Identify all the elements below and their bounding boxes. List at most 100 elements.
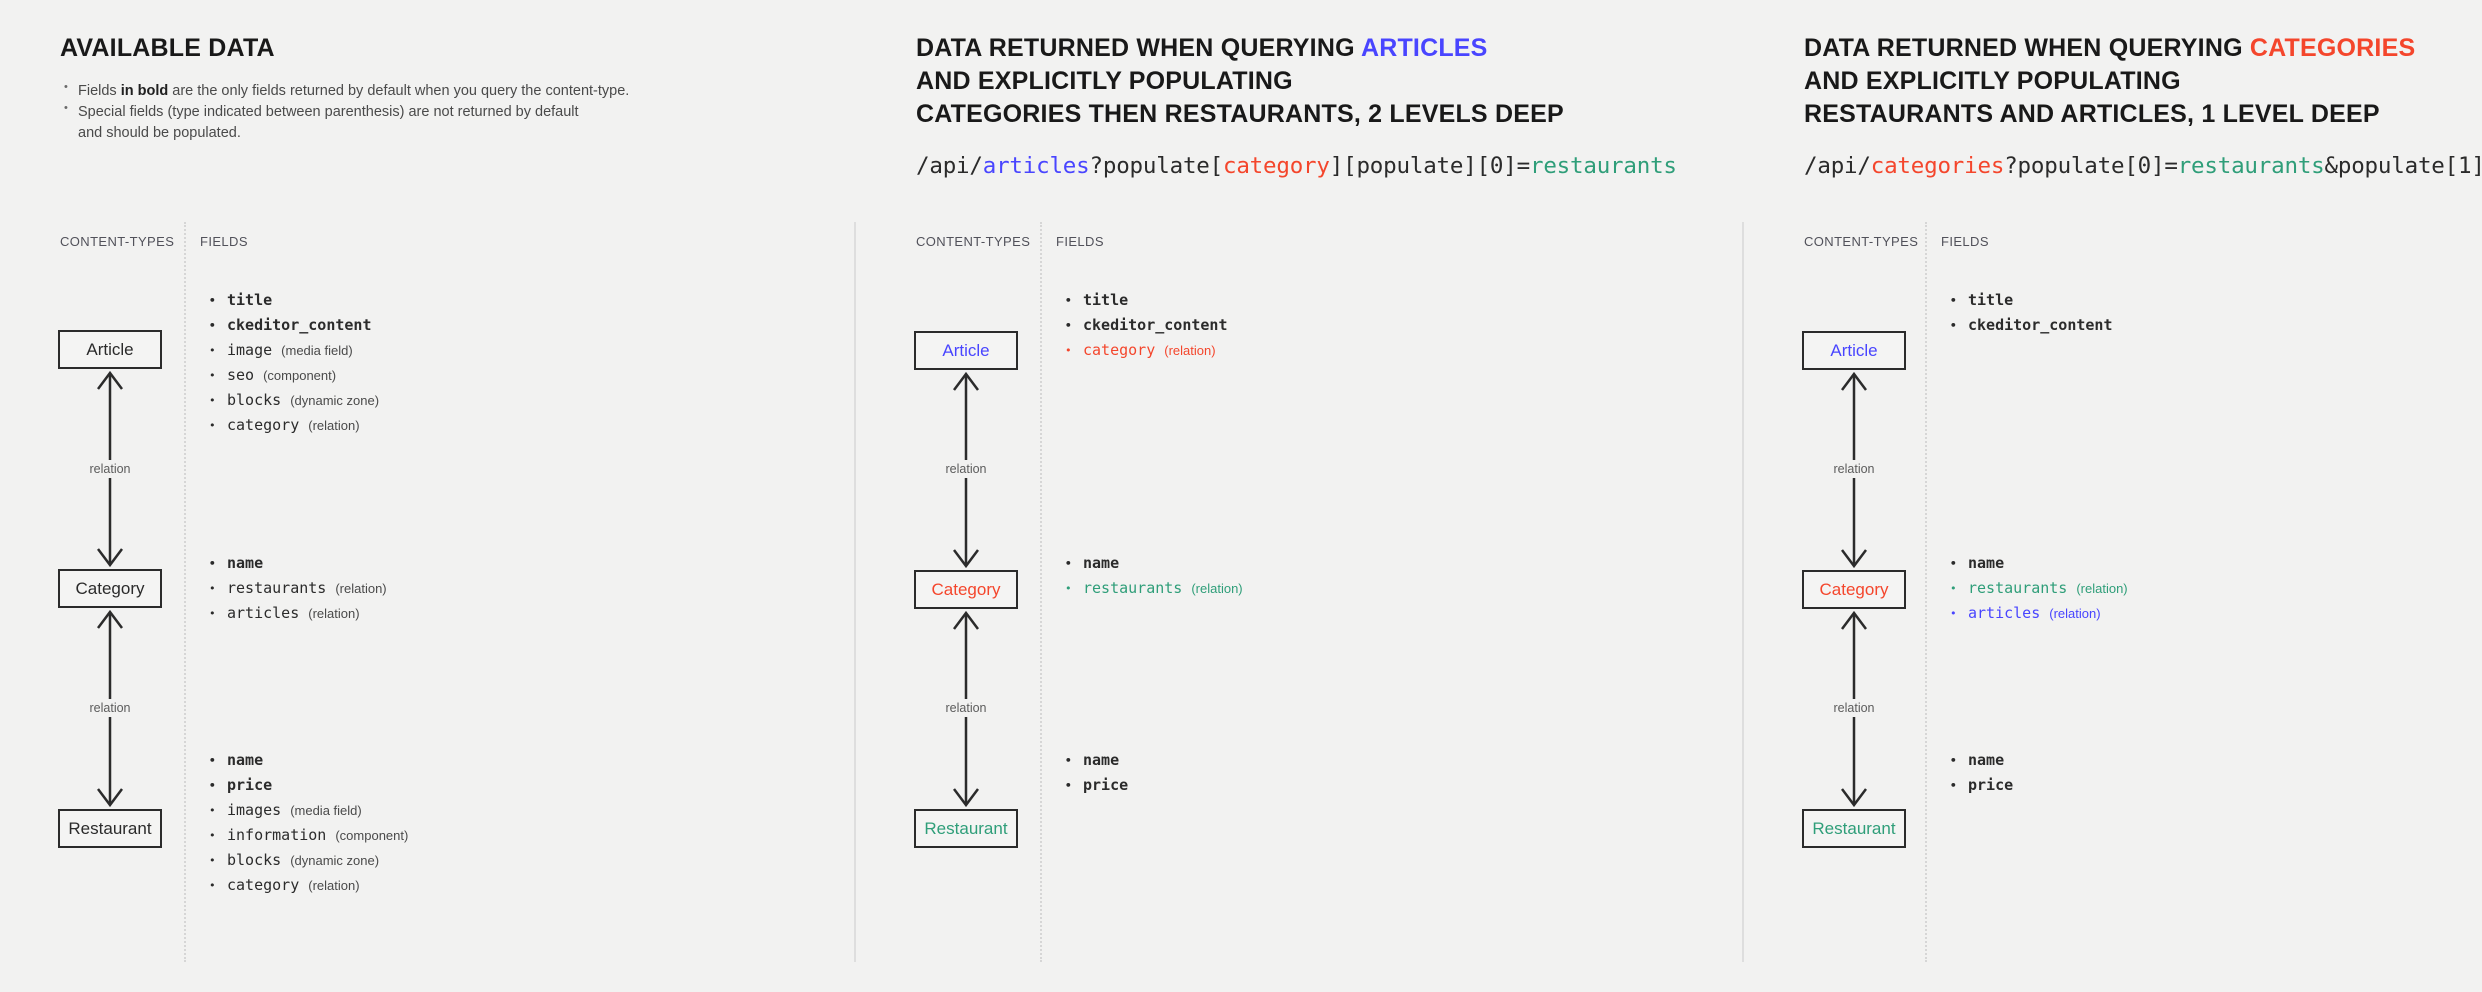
page-title: AVAILABLE DATA (60, 34, 275, 62)
panel-query-categories: DATA RETURNED WHEN QUERYING CATEGORIES A… (1744, 0, 2482, 992)
field-type: (media field) (290, 803, 362, 818)
entity-box-article[interactable]: Article (914, 331, 1018, 370)
field-item: ckeditor_content (1061, 313, 1228, 338)
field-name: restaurants (227, 579, 327, 597)
entity-label: Article (86, 339, 134, 359)
field-item: restaurants(relation) (1061, 576, 1243, 601)
entity-box-category[interactable]: Category (58, 569, 162, 608)
field-type: (media field) (281, 343, 353, 358)
panel-separator-1 (854, 222, 856, 962)
api-part-categories: categories (1870, 153, 2005, 179)
api-part-restaurants: restaurants (2177, 153, 2325, 179)
field-name: price (227, 776, 273, 794)
field-type: (relation) (308, 418, 360, 433)
field-name: price (1968, 776, 2014, 794)
legend-bullets: Fields in bold are the only fields retur… (60, 80, 629, 144)
relation-label: relation (84, 460, 136, 478)
panel-heading: DATA RETURNED WHEN QUERYING CATEGORIES A… (1804, 36, 2415, 135)
api-part-category: category (1222, 153, 1330, 179)
field-name: name (1083, 751, 1120, 769)
field-type: (relation) (2076, 581, 2128, 596)
entity-box-category[interactable]: Category (1802, 570, 1906, 609)
field-type: (dynamic zone) (290, 853, 380, 868)
column-header-fields: FIELDS (200, 234, 248, 249)
panel-available-data: AVAILABLE DATA Fields in bold are the on… (0, 0, 856, 992)
column-divider (1925, 222, 1927, 962)
panel-heading: DATA RETURNED WHEN QUERYING ARTICLES AND… (916, 36, 1564, 135)
field-item: category(relation) (1061, 338, 1228, 363)
field-item: name (1946, 748, 2013, 773)
entity-label: Restaurant (1812, 818, 1896, 838)
page-title-line-3: RESTAURANTS AND ARTICLES, 1 LEVEL DEEP (1804, 100, 2380, 128)
entity-label: Category (75, 578, 145, 598)
field-list-category: name restaurants(relation) articles(rela… (205, 551, 387, 626)
field-list-article: title ckeditor_content image(media field… (205, 288, 379, 438)
field-type: (dynamic zone) (290, 393, 380, 408)
field-item: price (1061, 773, 1128, 798)
api-part-articles: articles (982, 153, 1090, 179)
field-item: category(relation) (205, 413, 379, 438)
field-item: title (1061, 288, 1228, 313)
entity-label: Category (1819, 579, 1889, 599)
field-name: articles (227, 604, 300, 622)
field-name: information (227, 826, 327, 844)
column-divider (1040, 222, 1042, 962)
field-item: price (205, 773, 408, 798)
field-item: information(component) (205, 823, 408, 848)
field-list-restaurant: name price (1946, 748, 2013, 798)
field-name: image (227, 341, 273, 359)
api-url: /api/categories?populate[0]=restaurants&… (1804, 153, 2482, 179)
field-type: (relation) (2049, 606, 2101, 621)
field-name: name (1968, 751, 2005, 769)
field-item: images (media field) (205, 798, 408, 823)
field-name: images (227, 801, 282, 819)
field-name: name (227, 554, 264, 572)
entity-box-category[interactable]: Category (914, 570, 1018, 609)
field-name: seo (227, 366, 255, 384)
field-item: name (1946, 551, 2128, 576)
entity-box-restaurant[interactable]: Restaurant (914, 809, 1018, 848)
field-name: title (227, 291, 273, 309)
field-item: price (1946, 773, 2013, 798)
panel-separator-2 (1742, 222, 1744, 962)
field-name: blocks (227, 851, 282, 869)
entity-box-restaurant[interactable]: Restaurant (58, 809, 162, 848)
field-list-restaurant: name price (1061, 748, 1128, 798)
entity-box-article[interactable]: Article (1802, 331, 1906, 370)
field-name: restaurants (1968, 579, 2068, 597)
field-name: articles (1968, 604, 2041, 622)
column-header-content-types: CONTENT-TYPES (60, 234, 175, 249)
relation-label: relation (1828, 699, 1880, 717)
field-item: title (205, 288, 379, 313)
title-text: DATA RETURNED WHEN QUERYING (1804, 34, 2250, 62)
field-item: name (205, 748, 408, 773)
panel-heading: AVAILABLE DATA Fields in bold are the on… (60, 36, 629, 144)
legend-bullet-0: Fields in bold are the only fields retur… (60, 80, 629, 102)
entity-box-article[interactable]: Article (58, 330, 162, 369)
field-name: restaurants (1083, 579, 1183, 597)
entity-box-restaurant[interactable]: Restaurant (1802, 809, 1906, 848)
api-part: /api/ (1804, 153, 1871, 179)
page-title-line-3: CATEGORIES THEN RESTAURANTS, 2 LEVELS DE… (916, 100, 1564, 128)
relation-label: relation (1828, 460, 1880, 478)
entity-label: Article (942, 340, 990, 360)
column-header-fields: FIELDS (1056, 234, 1104, 249)
field-list-article: title ckeditor_content (1946, 288, 2113, 338)
field-item: name (205, 551, 387, 576)
api-part-restaurants: restaurants (1529, 153, 1677, 179)
field-item: restaurants (relation) (1946, 576, 2128, 601)
relation-label: relation (940, 699, 992, 717)
entity-label: Article (1830, 340, 1878, 360)
field-name: category (1083, 341, 1156, 359)
field-item: ckeditor_content (1946, 313, 2113, 338)
field-name: title (1083, 291, 1129, 309)
panel-query-articles: DATA RETURNED WHEN QUERYING ARTICLES AND… (856, 0, 1744, 992)
field-name: ckeditor_content (1968, 316, 2113, 334)
api-part: &populate[1]= (2324, 153, 2482, 179)
api-url: /api/articles?populate[category][populat… (916, 153, 1677, 179)
field-item: title (1946, 288, 2113, 313)
field-type: (relation) (308, 606, 360, 621)
legend-bullet-1: Special fields (type indicated between p… (60, 101, 629, 123)
field-item: blocks(dynamic zone) (205, 388, 379, 413)
relation-label: relation (940, 460, 992, 478)
